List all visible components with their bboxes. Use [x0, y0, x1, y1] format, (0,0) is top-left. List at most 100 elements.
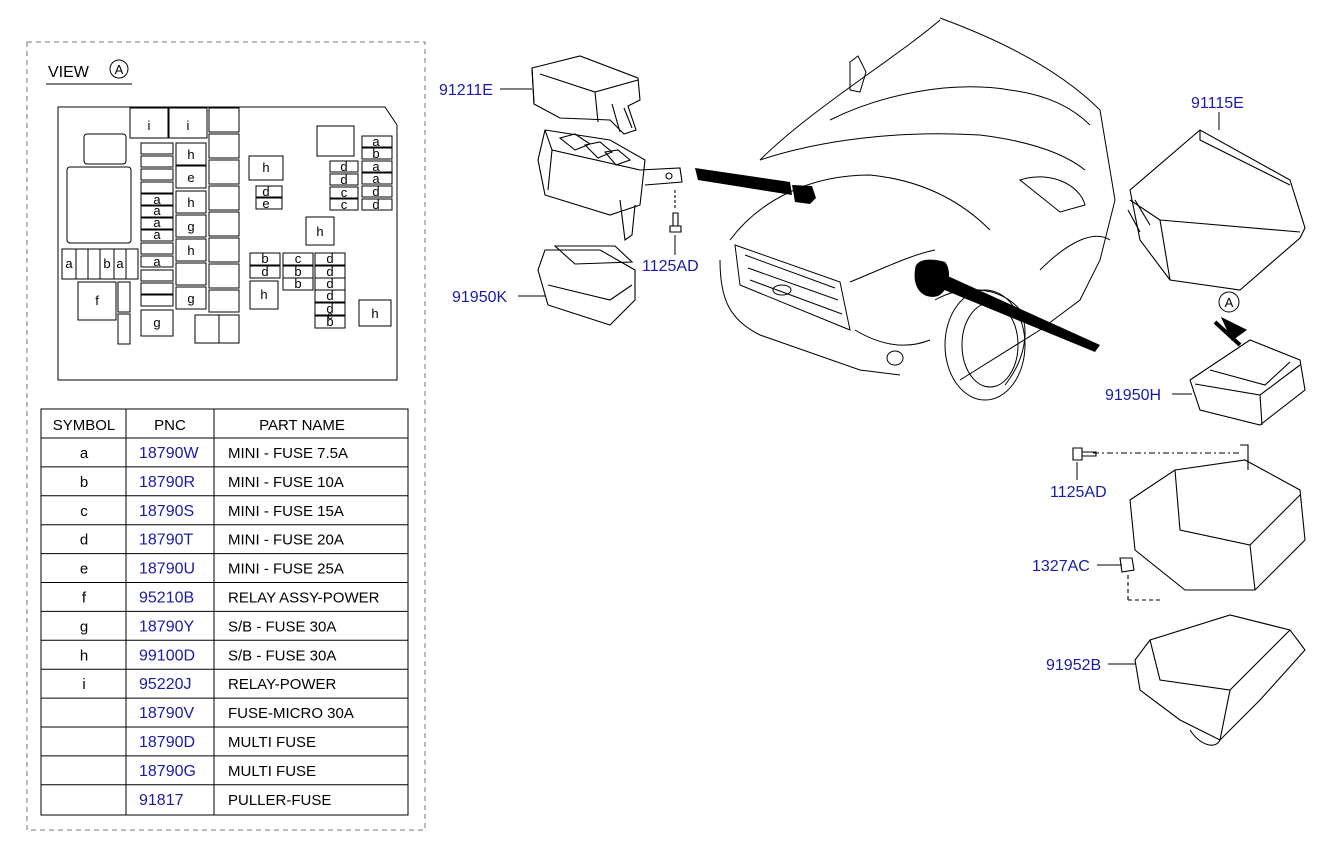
- table-cell-symbol: a: [80, 445, 89, 462]
- table-cell-part-name: RELAY ASSY-POWER: [228, 590, 380, 607]
- fuse-label: d: [326, 264, 333, 279]
- table-cell-pnc[interactable]: 91817: [139, 792, 184, 809]
- table-cell-pnc[interactable]: 18790D: [139, 734, 195, 751]
- fuse-label: b: [326, 314, 333, 329]
- fuse-label: d: [261, 264, 268, 279]
- fuse-label: c: [341, 185, 348, 200]
- fuse-box-outline: [57, 106, 398, 381]
- table-cell-pnc[interactable]: 18790R: [139, 474, 195, 491]
- fuse-label: i: [187, 118, 190, 133]
- table-cell-pnc[interactable]: 18790S: [139, 503, 194, 520]
- fuse-label: a: [153, 203, 161, 218]
- table-cell-part-name: MULTI FUSE: [228, 734, 316, 751]
- fuse-label: a: [153, 254, 161, 269]
- table-cell-pnc[interactable]: 18790W: [139, 445, 199, 462]
- fuse-box-layout: [57, 106, 398, 381]
- table-cell-part-name: MINI - FUSE 10A: [228, 474, 344, 491]
- fuse-label: c: [327, 310, 333, 322]
- table-cell-part-name: MULTI FUSE: [228, 763, 316, 780]
- view-a-marker-circle: [1218, 291, 1240, 313]
- fuse-label: c: [341, 197, 348, 212]
- table-cell-part-name: FUSE-MICRO 30A: [228, 705, 354, 722]
- callout-1125AD-bottom[interactable]: 1125AD: [1050, 484, 1107, 501]
- table-cell-part-name: MINI - FUSE 15A: [228, 503, 344, 520]
- fuse-label: b: [294, 264, 301, 279]
- leader-lines: [500, 88, 1220, 665]
- table-cell-pnc[interactable]: 18790V: [139, 705, 194, 722]
- fuse-label: e: [187, 170, 194, 185]
- fuse-label: a: [372, 134, 380, 149]
- left-panel: VIEW A: [26, 41, 426, 831]
- fuse-label: c: [295, 251, 302, 266]
- table-cell-symbol: i: [82, 676, 85, 693]
- fuse-label: a: [372, 171, 380, 186]
- table-cell-pnc[interactable]: 95220J: [139, 676, 192, 693]
- table-header-pnc: PNC: [154, 417, 186, 434]
- fuse-label: d: [372, 197, 379, 212]
- callout-91115E[interactable]: 91115E: [1191, 95, 1244, 112]
- callout-91950H[interactable]: 91950H: [1105, 387, 1161, 404]
- table-cell-part-name: RELAY-POWER: [228, 676, 337, 693]
- fuse-label: h: [262, 160, 269, 175]
- fuse-label: b: [372, 146, 379, 161]
- table-cell-pnc[interactable]: 95210B: [139, 590, 194, 607]
- location-pointers: [695, 168, 1100, 352]
- table-cell-part-name: MINI - FUSE 20A: [228, 532, 344, 549]
- fuse-label: d: [340, 159, 347, 174]
- table-cell-symbol: b: [80, 474, 88, 491]
- fuse-label: a: [153, 192, 161, 207]
- table-cell-symbol: e: [80, 561, 88, 578]
- fuse-label: d: [372, 184, 379, 199]
- panel-frame: [26, 41, 426, 831]
- table-cell-part-name: MINI - FUSE 25A: [228, 561, 344, 578]
- table-cell-part-name: S/B - FUSE 30A: [228, 647, 336, 664]
- fuse-label: f: [95, 293, 99, 308]
- fuse-label: d: [326, 301, 333, 316]
- table-cell-symbol: f: [82, 590, 87, 607]
- right-assembly: [1072, 129, 1306, 746]
- view-marker: A: [115, 62, 124, 77]
- fuse-label: h: [187, 243, 194, 258]
- table-cell-symbol: g: [80, 618, 88, 635]
- table-cell-part-name: PULLER-FUSE: [228, 792, 331, 809]
- fuse-label: h: [260, 287, 267, 302]
- fuse-label: d: [326, 251, 333, 266]
- fuse-label: b: [294, 276, 301, 291]
- fuse-label: d: [340, 172, 347, 187]
- table-cell-pnc[interactable]: 18790G: [139, 763, 196, 780]
- table-header-part-name: PART NAME: [259, 417, 345, 434]
- table-cell-part-name: MINI - FUSE 7.5A: [228, 445, 348, 462]
- callout-91952B[interactable]: 91952B: [1046, 657, 1101, 674]
- table-header-symbol: SYMBOL: [53, 417, 116, 434]
- view-title: VIEW: [48, 64, 90, 81]
- table-cell-symbol: d: [80, 532, 88, 549]
- fuse-label: d: [326, 288, 333, 303]
- fuse-label: g: [187, 219, 194, 234]
- table-cell-pnc[interactable]: 18790U: [139, 561, 195, 578]
- fuse-label: h: [371, 306, 378, 321]
- callout-91211E[interactable]: 91211E: [439, 82, 493, 99]
- callout-1327AC[interactable]: 1327AC: [1032, 558, 1090, 575]
- fuse-letters: i i h e h g h a a a a a a b a f g g h d …: [65, 118, 380, 330]
- fuse-label: h: [187, 195, 194, 210]
- table-cell-pnc[interactable]: 18790T: [139, 532, 193, 549]
- fuse-label: a: [372, 159, 380, 174]
- callout-91950K[interactable]: 91950K: [452, 289, 507, 306]
- table-cell-pnc[interactable]: 99100D: [139, 647, 195, 664]
- fuse-label: g: [187, 291, 194, 306]
- fuse-label: a: [153, 227, 161, 242]
- callout-1125AD-top[interactable]: 1125AD: [642, 258, 699, 275]
- table-cell-symbol: c: [80, 503, 88, 520]
- fuse-label: a: [153, 215, 161, 230]
- vehicle-illustration: [719, 17, 1116, 401]
- view-a-marker: A: [1225, 295, 1234, 310]
- fuse-label: a: [116, 256, 124, 271]
- table-cell-pnc[interactable]: 18790Y: [139, 618, 194, 635]
- fuse-label: e: [262, 196, 269, 211]
- fuse-label: g: [153, 315, 160, 330]
- fuse-label: h: [187, 147, 194, 162]
- fuse-label: h: [316, 224, 323, 239]
- fuse-label: i: [148, 118, 151, 133]
- fuse-label: b: [261, 251, 268, 266]
- table-cell-symbol: h: [80, 647, 88, 664]
